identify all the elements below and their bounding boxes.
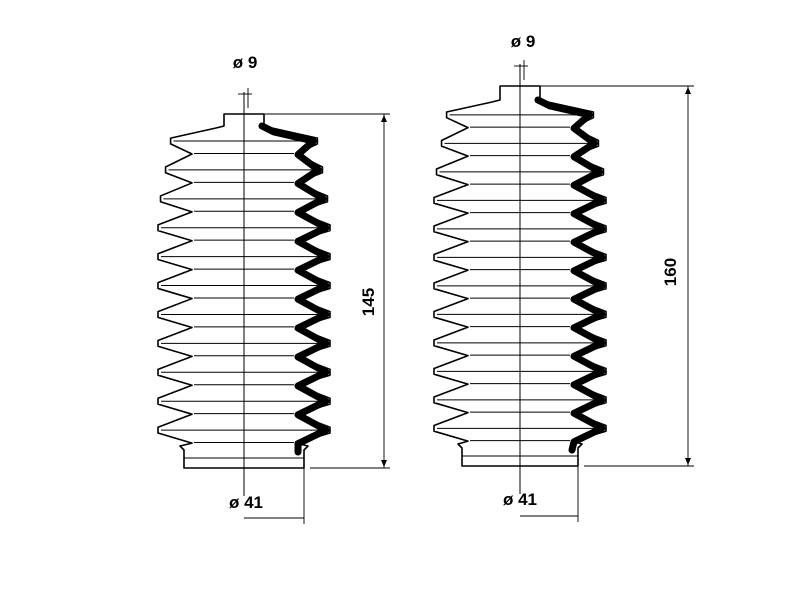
- boot-left: ø 9 ø 41 145: [157, 53, 390, 524]
- boot-left-inner-diameter-label: ø 9: [233, 53, 258, 72]
- boot-left-dimension-lines: [238, 88, 390, 524]
- dimension-arrow: [685, 87, 691, 94]
- dimension-arrow: [381, 115, 387, 122]
- boot-left-length-label: 145: [359, 288, 378, 316]
- boot-right-length-label: 160: [661, 258, 680, 286]
- dimension-arrow: [381, 460, 387, 467]
- boot-right-outer-diameter-label: ø 41: [503, 490, 537, 509]
- boot-right: ø 9 ø 41 160: [433, 32, 694, 522]
- boot-left-wall-section: [258, 122, 330, 456]
- boot-right-wall-section: [534, 96, 606, 454]
- dimension-arrow: [685, 458, 691, 465]
- boot-left-outer-diameter-label: ø 41: [229, 493, 263, 512]
- boot-right-inner-diameter-label: ø 9: [511, 32, 536, 51]
- boot-right-dimension-lines: [514, 60, 694, 522]
